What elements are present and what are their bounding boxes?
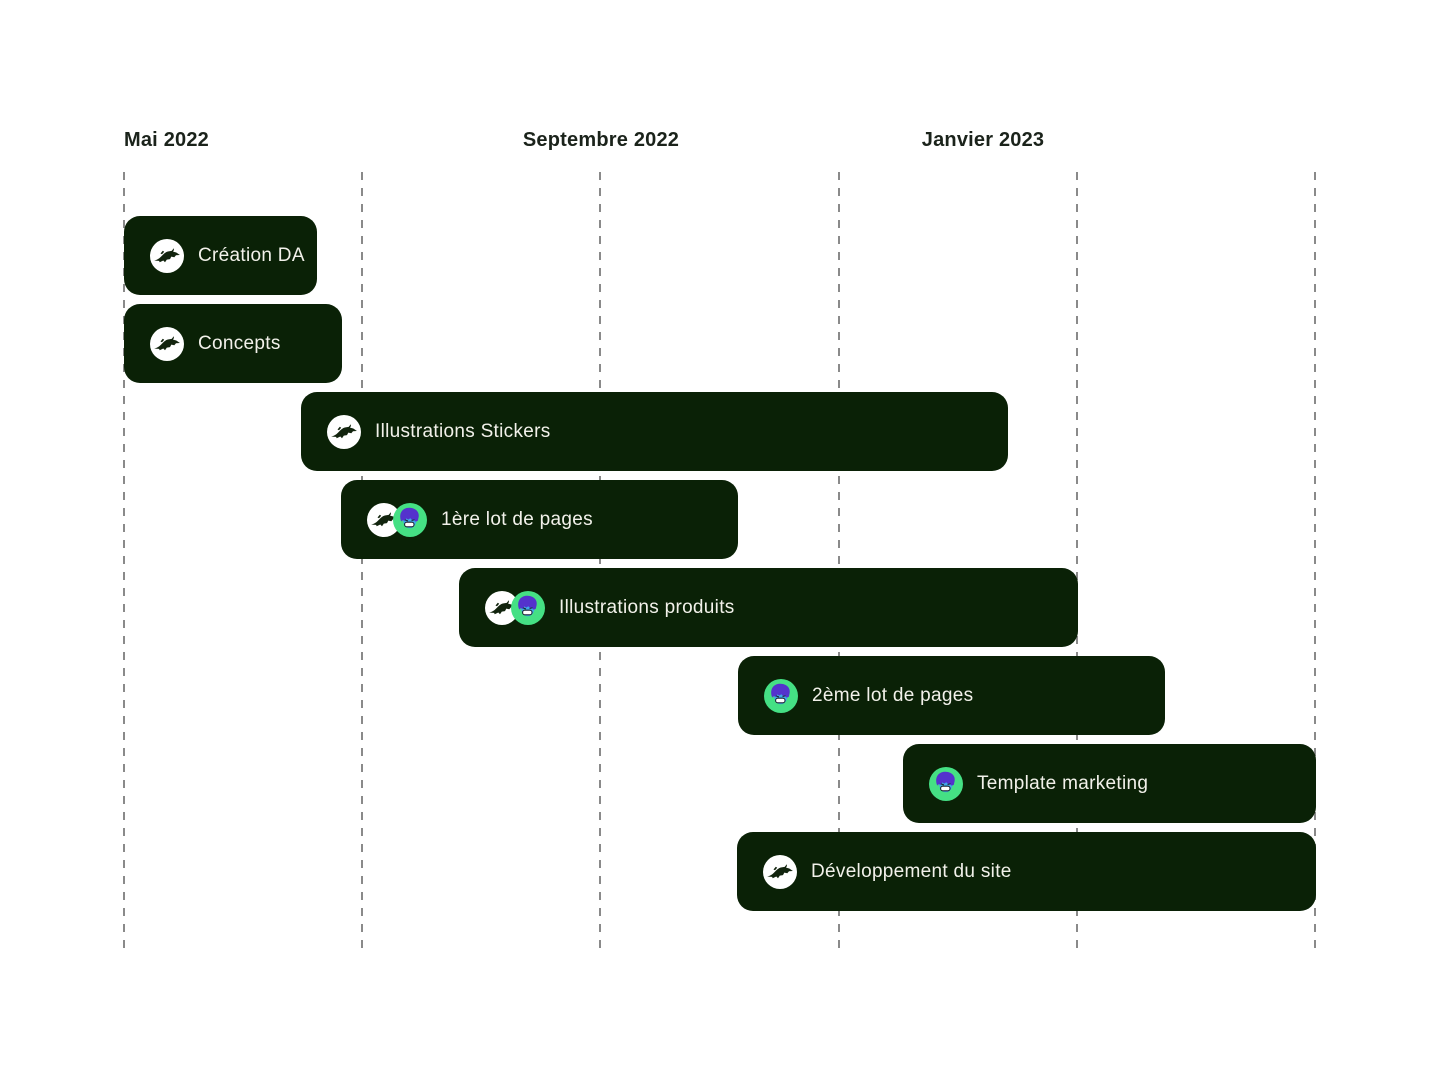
hare-logo-avatar-icon bbox=[367, 502, 401, 537]
timeline-gridline-2 bbox=[599, 172, 601, 950]
timeline-gridline-3 bbox=[838, 172, 840, 950]
assignee-avatar-stack bbox=[764, 678, 798, 713]
task-label: Template marketing bbox=[977, 772, 1149, 794]
task-label: 2ème lot de pages bbox=[812, 684, 974, 706]
task-bar[interactable]: Développement du site bbox=[737, 832, 1316, 911]
task-label: Développement du site bbox=[811, 860, 1012, 882]
hare-logo-avatar-icon bbox=[485, 590, 519, 625]
task-label: 1ère lot de pages bbox=[441, 508, 593, 530]
assignee-avatar-stack bbox=[485, 590, 545, 625]
timeline-gridline-5 bbox=[1314, 172, 1316, 950]
timeline-gridline-0 bbox=[123, 172, 125, 950]
task-bar[interactable]: 1ère lot de pages bbox=[341, 480, 738, 559]
illustrated-face-avatar-icon bbox=[511, 590, 545, 625]
task-bar[interactable]: Concepts bbox=[124, 304, 342, 383]
assignee-avatar-stack bbox=[150, 238, 184, 273]
illustrated-face-avatar-icon bbox=[929, 766, 963, 801]
task-label: Illustrations Stickers bbox=[375, 420, 551, 442]
assignee-avatar-stack bbox=[763, 854, 797, 889]
hare-logo-avatar-icon bbox=[763, 854, 797, 889]
assignee-avatar-stack bbox=[367, 502, 427, 537]
timeline-gridline-1 bbox=[361, 172, 363, 950]
assignee-avatar-stack bbox=[327, 414, 361, 449]
task-bar[interactable]: Illustrations Stickers bbox=[301, 392, 1008, 471]
task-bar[interactable]: Template marketing bbox=[903, 744, 1316, 823]
task-label: Illustrations produits bbox=[559, 596, 735, 618]
hare-logo-avatar-icon bbox=[150, 326, 184, 361]
timeline-gridline-4 bbox=[1076, 172, 1078, 950]
hare-logo-avatar-icon bbox=[150, 238, 184, 273]
task-bar[interactable]: Illustrations produits bbox=[459, 568, 1078, 647]
illustrated-face-avatar-icon bbox=[764, 678, 798, 713]
task-label: Création DA bbox=[198, 244, 305, 266]
month-label-0: Mai 2022 bbox=[124, 129, 209, 151]
assignee-avatar-stack bbox=[929, 766, 963, 801]
month-label-1: Septembre 2022 bbox=[522, 129, 680, 151]
hare-logo-avatar-icon bbox=[327, 414, 361, 449]
task-bar[interactable]: 2ème lot de pages bbox=[738, 656, 1165, 735]
illustrated-face-avatar-icon bbox=[393, 502, 427, 537]
task-label: Concepts bbox=[198, 332, 281, 354]
assignee-avatar-stack bbox=[150, 326, 184, 361]
month-label-2: Janvier 2023 bbox=[921, 129, 1045, 151]
task-bar[interactable]: Création DA bbox=[124, 216, 317, 295]
